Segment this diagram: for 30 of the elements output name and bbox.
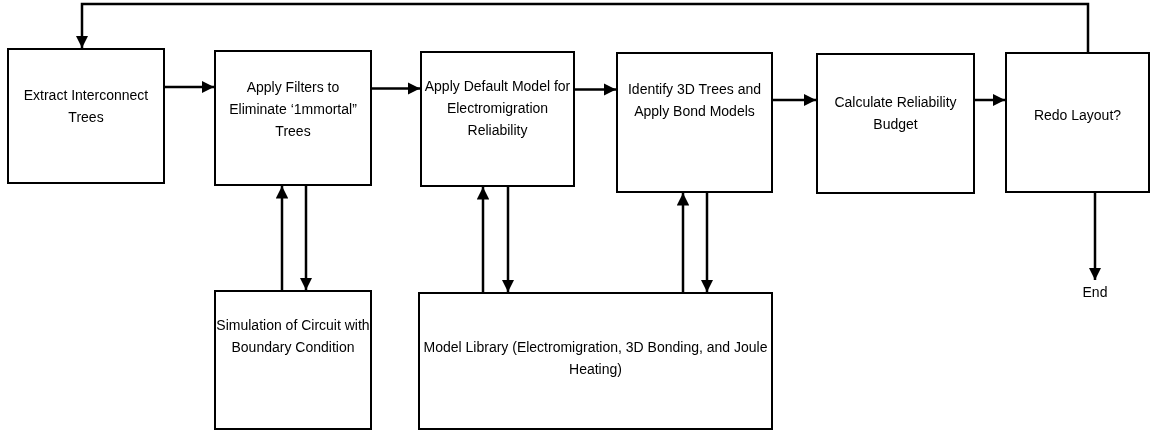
box-text: Simulation of Circuit with Boundary Condition — [216, 316, 370, 357]
arrow — [975, 93, 1005, 107]
box-text: Redo Layout? — [1033, 106, 1122, 125]
box-text: Apply Filters to Eliminate ‘1mmortal” Trees — [228, 78, 358, 141]
process-box — [420, 51, 575, 187]
process-box — [7, 48, 165, 184]
arrow — [275, 186, 289, 290]
arrow — [75, 2, 1090, 52]
process-box — [214, 50, 372, 186]
process-box — [214, 290, 372, 430]
arrow — [700, 193, 714, 292]
process-box — [816, 53, 975, 194]
arrow — [773, 93, 816, 107]
arrow — [299, 186, 313, 290]
end-label: End — [1075, 280, 1115, 304]
process-box — [616, 52, 773, 193]
arrow — [1088, 193, 1102, 280]
process-box — [418, 292, 773, 430]
arrow — [676, 193, 690, 292]
box-text: Identify 3D Trees and Apply Bond Models — [626, 80, 763, 121]
box-text: Calculate Reliability Budget — [833, 93, 958, 134]
arrow — [575, 83, 616, 96]
arrow — [165, 80, 214, 94]
process-box — [1005, 52, 1150, 193]
arrow — [372, 82, 420, 95]
arrow — [476, 187, 490, 292]
arrow — [501, 187, 515, 292]
box-text: Apply Default Model for Electromigration Reliability — [423, 77, 572, 140]
box-text: Model Library (Electromigration, 3D Bonding, and Joule Heating) — [422, 338, 769, 379]
box-text: Extract Interconnect Trees — [22, 86, 150, 127]
